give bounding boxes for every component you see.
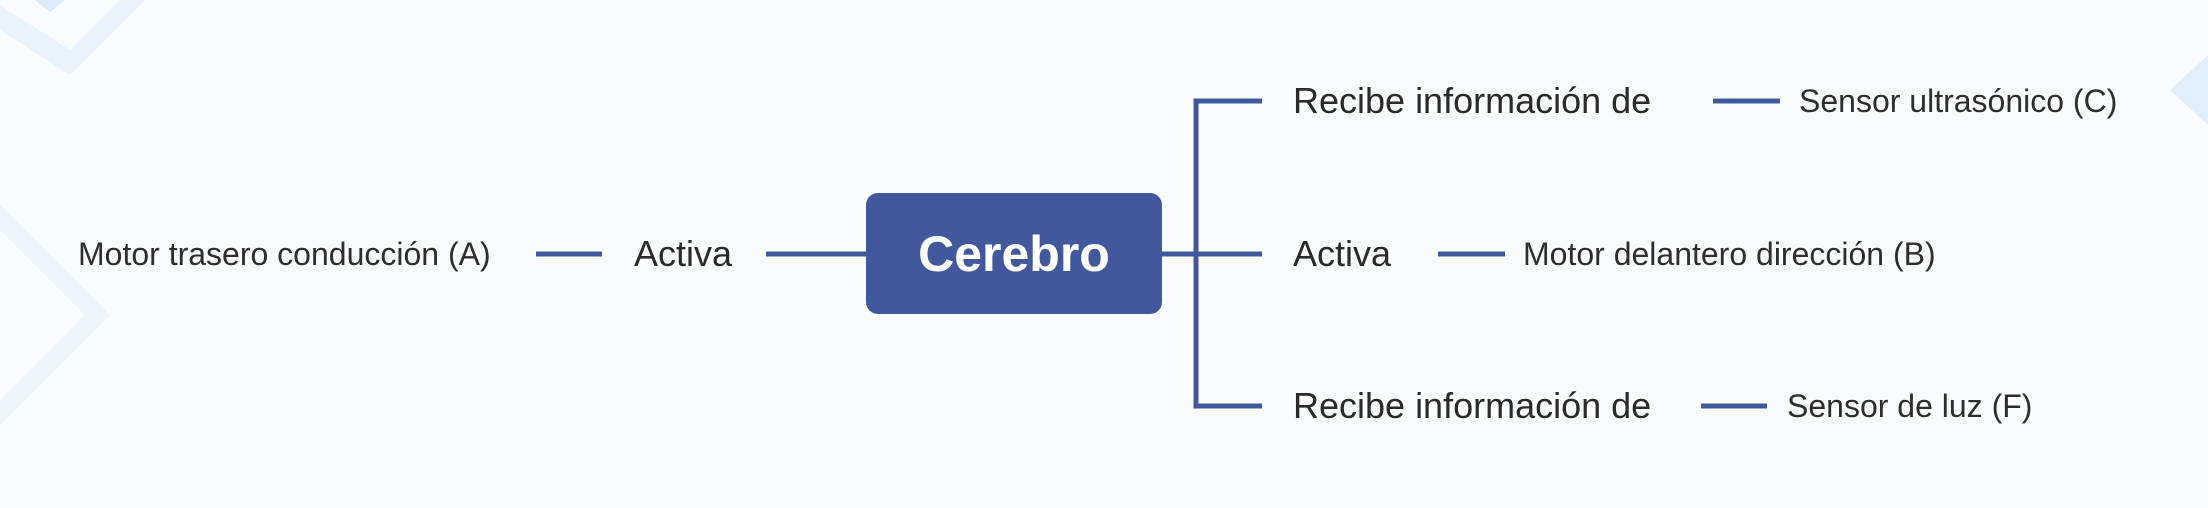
left-target-node: Motor trasero conducción (A) bbox=[78, 236, 491, 272]
right-relation-node-2: Activa bbox=[1293, 233, 1392, 274]
right-target-node-3: Sensor de luz (F) bbox=[1787, 388, 2033, 424]
central-node[interactable]: Cerebro bbox=[866, 193, 1162, 314]
right-target-node-1: Sensor ultrasónico (C) bbox=[1799, 83, 2118, 119]
right-target-node-2: Motor delantero dirección (B) bbox=[1523, 236, 1936, 272]
right-relation-node-1: Recibe información de bbox=[1293, 80, 1652, 121]
central-node-label: Cerebro bbox=[918, 225, 1110, 282]
right-relation-node-3: Recibe información de bbox=[1293, 385, 1652, 426]
left-relation-node: Activa bbox=[634, 233, 733, 274]
